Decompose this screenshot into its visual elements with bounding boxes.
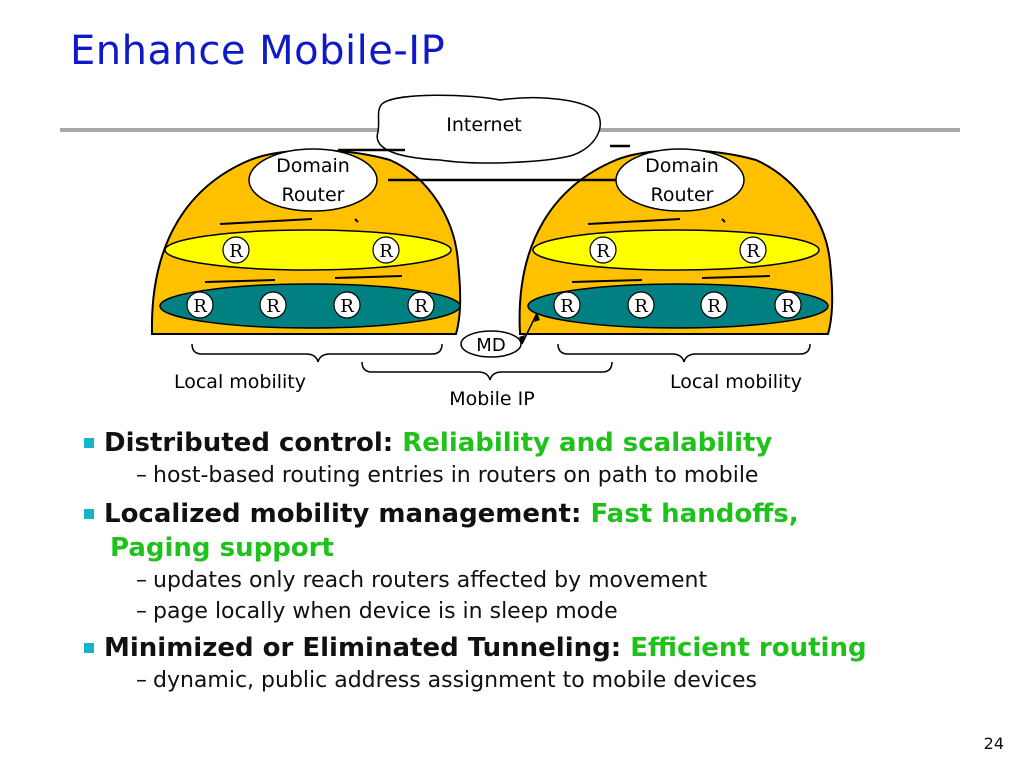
mobile-ip-label: Mobile IP — [449, 388, 534, 410]
svg-text:R: R — [266, 296, 280, 317]
bullet-localized-mobility: Localized mobility management: Fast hand… — [84, 497, 1004, 531]
bullet-square-icon — [84, 509, 94, 519]
slide-title: Enhance Mobile-IP — [70, 28, 446, 74]
svg-text:R: R — [229, 241, 243, 262]
mobile-device — [460, 330, 522, 358]
svg-text:R: R — [340, 296, 354, 317]
svg-text:R: R — [560, 296, 574, 317]
sub-bullet: –updates only reach routers affected by … — [136, 568, 708, 593]
local-mobility-left-label: Local mobility — [174, 371, 306, 393]
mobility-diagram: Internet Domain Router R R R R R R Domai… — [150, 94, 834, 410]
left-lower-tier — [159, 283, 461, 329]
sub-bullet: –page locally when device is in sleep mo… — [136, 599, 618, 624]
svg-text:R: R — [634, 296, 648, 317]
mobile-device-label: MD — [476, 335, 505, 356]
bullet-continuation: Paging support — [110, 533, 334, 563]
bullet-square-icon — [84, 643, 94, 653]
svg-text:R: R — [781, 296, 795, 317]
right-domain: Domain Router R R R R R R — [518, 148, 834, 335]
brace-mobile-ip — [361, 361, 613, 381]
svg-text:R: R — [193, 296, 207, 317]
svg-text:R: R — [414, 296, 428, 317]
router-node: R — [553, 291, 581, 319]
brace-local-right — [557, 343, 811, 363]
left-domain: Domain Router R R R R R R — [150, 148, 462, 335]
bullet-list: Distributed control: Reliability and sca… — [84, 424, 1004, 696]
router-node: R — [186, 291, 214, 319]
left-domain-router-label: Domain — [276, 155, 350, 177]
svg-text:R: R — [596, 241, 610, 262]
right-lower-tier — [527, 283, 829, 329]
router-node: R — [222, 236, 250, 264]
router-node: R — [774, 291, 802, 319]
right-domain-router-label: Router — [651, 184, 714, 206]
router-node: R — [372, 236, 400, 264]
svg-text:R: R — [379, 241, 393, 262]
sub-bullet: –dynamic, public address assignment to m… — [136, 668, 758, 693]
sub-bullet: –host-based routing entries in routers o… — [136, 463, 759, 488]
bullet-tunneling: Minimized or Eliminated Tunneling: Effic… — [84, 631, 1004, 665]
mobile-device-arrow — [521, 312, 538, 345]
page-number: 24 — [983, 734, 1004, 753]
bullet-square-icon — [84, 438, 94, 448]
router-node: R — [407, 291, 435, 319]
internet-cloud — [376, 94, 601, 164]
brace-local-left — [191, 343, 443, 363]
left-domain-router — [248, 148, 378, 212]
svg-text:R: R — [707, 296, 721, 317]
internet-label: Internet — [446, 114, 521, 136]
right-domain-router-label: Domain — [645, 155, 719, 177]
router-node: R — [700, 291, 728, 319]
left-upper-tier — [164, 229, 452, 271]
router-node: R — [627, 291, 655, 319]
bullet-distributed-control: Distributed control: Reliability and sca… — [84, 426, 1004, 460]
local-mobility-right-label: Local mobility — [670, 371, 802, 393]
left-domain-router-label: Router — [282, 184, 345, 206]
router-node: R — [333, 291, 361, 319]
svg-text:R: R — [746, 241, 760, 262]
router-node: R — [589, 236, 617, 264]
router-node: R — [259, 291, 287, 319]
right-upper-tier — [532, 229, 820, 271]
router-node: R — [739, 236, 767, 264]
